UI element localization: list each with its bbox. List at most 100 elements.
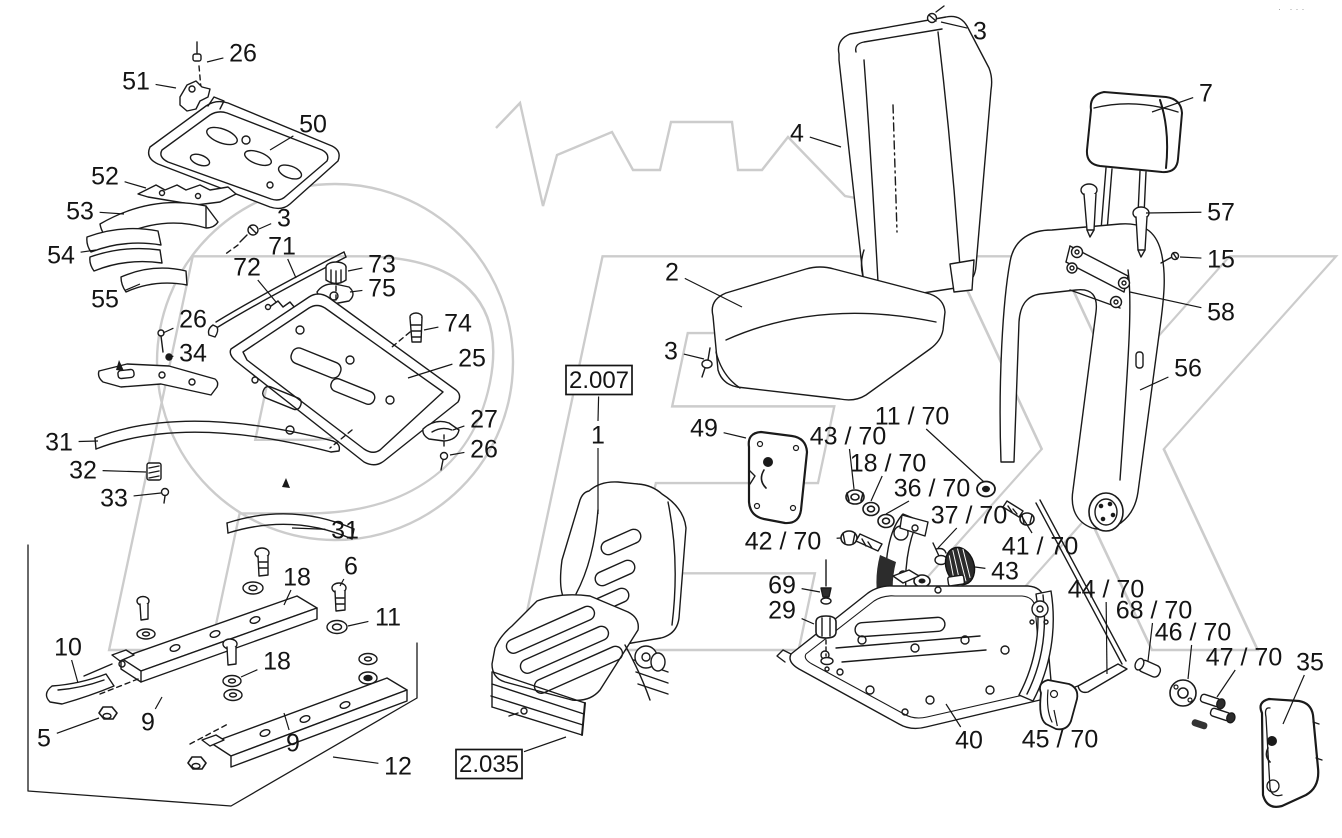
leader-line [723, 432, 747, 439]
part-35-side-cover [1259, 697, 1323, 808]
callout-label: 49 [690, 415, 718, 443]
leader-line [684, 277, 743, 308]
callout-label: 52 [91, 163, 119, 191]
leader-line [1216, 669, 1236, 698]
callout-label: 26 [470, 436, 498, 464]
part-36-70-washer [877, 513, 895, 529]
callout-label: 7 [1199, 80, 1213, 108]
callout-label: 74 [444, 310, 472, 338]
leader-line [597, 396, 600, 422]
page-ref-box[interactable]: 2.035 [455, 748, 523, 780]
leader-line [885, 500, 910, 515]
callout-label: 4 [790, 120, 804, 148]
part-31-trim-rail-upper [94, 420, 341, 453]
callout-label: 32 [69, 457, 97, 485]
callout-label: 27 [470, 406, 498, 434]
callout-label: 26 [229, 40, 257, 68]
leader-line [974, 566, 986, 569]
callout-label: 43 / 70 [810, 423, 886, 451]
leader-line [1179, 256, 1202, 259]
part-31-trim-rail-lower [226, 513, 355, 540]
callout-label: 43 [991, 558, 1019, 586]
part-11-70-washer [976, 480, 996, 498]
leader-line [155, 83, 177, 89]
leader-line [801, 618, 815, 625]
callout-label: 25 [458, 345, 486, 373]
part-6-bolt-washers-left [136, 547, 270, 702]
leader-line [349, 289, 363, 293]
leader-line [339, 578, 345, 587]
callout-label: 18 [283, 564, 311, 592]
part-33-screw [160, 487, 170, 504]
part-43-knob [944, 546, 976, 586]
part-56-backrest-frame [999, 223, 1165, 532]
leader-line [1053, 709, 1058, 727]
leader-line [168, 355, 174, 358]
callout-label: 69 [768, 572, 796, 600]
callout-label: 68 / 70 [1116, 597, 1192, 625]
part-15-screw [1160, 251, 1180, 264]
callout-label: 34 [179, 340, 207, 368]
leader-line [925, 428, 985, 483]
callout-label: 57 [1207, 199, 1235, 227]
callout-label: 31 [45, 429, 73, 457]
leader-line [1129, 291, 1202, 309]
page-ref-label: 2.035 [459, 751, 519, 778]
leader-line [124, 181, 147, 189]
leader-line [449, 451, 465, 456]
watermark-gear-circle [155, 182, 515, 542]
callout-label: 6 [344, 553, 358, 581]
callout-label: 54 [47, 242, 75, 270]
leader-line [206, 57, 224, 63]
leader-line [423, 326, 439, 331]
leader-line [452, 425, 465, 431]
leader-line [870, 475, 883, 502]
part-25-mount-plate [229, 293, 461, 466]
leader-line [99, 211, 125, 215]
page-ref-label: 2.007 [569, 367, 629, 394]
callout-label: 5 [37, 725, 51, 753]
callout-label: 73 [368, 251, 396, 279]
part-73-knob [325, 261, 347, 285]
part-29-cap [815, 615, 837, 672]
leader-line [848, 448, 855, 490]
leader-line [1139, 376, 1169, 391]
leader-line [154, 696, 163, 710]
callout-label: 55 [91, 286, 119, 314]
page-ref-border [565, 364, 633, 396]
callout-label: 26 [179, 306, 207, 334]
callout-label: 11 / 70 [875, 403, 950, 431]
leader-line [291, 527, 326, 530]
leader-line [1020, 514, 1033, 534]
leader-line [1187, 644, 1193, 680]
callout-label: 12 [384, 753, 412, 781]
page-ref-border [455, 748, 523, 780]
callout-label: 1 [591, 422, 605, 450]
part-2-seat-cushion [711, 266, 946, 401]
leader-line [945, 703, 962, 728]
leader-line [1151, 96, 1194, 113]
part-55-pad [120, 267, 188, 293]
part-11-washer [326, 619, 378, 685]
part-45-70-cover [1039, 679, 1079, 731]
callout-label: 71 [268, 233, 296, 261]
part-44-70-lever [1035, 499, 1128, 695]
callout-label: 75 [368, 275, 396, 303]
callout-label: 47 / 70 [1206, 644, 1282, 672]
leader-line [937, 527, 958, 549]
callout-label: 29 [768, 597, 796, 625]
page-ref-box[interactable]: 2.007 [565, 364, 633, 396]
leader-line [287, 258, 297, 279]
leader-line [133, 492, 162, 497]
callout-label: 56 [1174, 355, 1202, 383]
part-34-bracket [97, 329, 290, 488]
leader-line [801, 588, 821, 593]
leader-line [1147, 622, 1154, 662]
callout-label: 45 / 70 [1022, 726, 1098, 754]
leader-line [258, 223, 272, 230]
part-12-mount-panel-outline [27, 544, 418, 807]
callout-label: 18 [263, 648, 291, 676]
part-58-hinge-bracket [1065, 245, 1131, 309]
leader-line [102, 470, 147, 473]
